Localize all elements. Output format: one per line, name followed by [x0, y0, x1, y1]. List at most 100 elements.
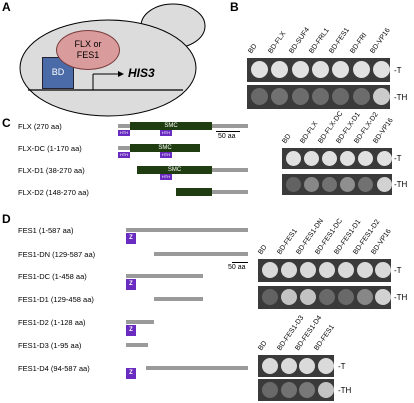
flx-d2-line — [176, 190, 248, 194]
construct-fes1-d1: FES1-D1 (129-458 aa) — [18, 295, 94, 304]
row-label-c-t: -T — [394, 154, 402, 163]
b-t-colony-spot — [332, 61, 350, 78]
flx-fes1-label-line1: FLX or — [74, 39, 102, 49]
flx-fes1-ellipse: FLX or FES1 — [56, 30, 120, 70]
flx-hth: HTH — [118, 130, 130, 136]
b-t-colony-spot — [311, 61, 329, 78]
c-th-colony-spot — [304, 177, 320, 192]
row-label-d2-th: -TH — [338, 386, 352, 395]
fes1-d1-line — [154, 297, 203, 301]
b-th-colony-spot — [291, 88, 309, 105]
b-th-colony-spot — [372, 88, 390, 105]
construct-fes1-d2: FES1-D2 (1-128 aa) — [18, 318, 86, 327]
scale-label-d: 50 aa — [228, 264, 246, 271]
fes1-d2-z: Z — [126, 325, 136, 336]
b-th-colony-spot — [251, 88, 268, 105]
d1-th-colony-spot — [356, 289, 373, 305]
construct-fes1-dn: FES1-DN (129-587 aa) — [18, 250, 96, 259]
panel-b-letter: B — [230, 0, 239, 14]
d2-th-colony-spot — [262, 382, 278, 398]
construct-fes1-dc: FES1-DC (1-458 aa) — [18, 272, 87, 281]
row-label-c-th: -TH — [394, 180, 408, 189]
b-t-colony-spot — [271, 61, 289, 78]
c-th-colony-spot — [376, 177, 392, 192]
flx-dc-hth-2: HTH — [160, 152, 172, 158]
d1-t-colony-spot — [299, 262, 316, 278]
fes1-d4-line — [146, 366, 248, 370]
flx-smc: SMC — [130, 122, 212, 130]
b-col-label: BD-FLX — [267, 30, 288, 55]
d1-t-colony-spot — [337, 262, 354, 278]
c-t-colony-spot — [340, 151, 356, 166]
b-col-label: BD-FRI — [348, 31, 368, 55]
d2-th-colony-spot — [299, 382, 315, 398]
b-th-colony-spot — [352, 88, 370, 105]
b-th-colony-spot — [332, 88, 350, 105]
row-label-b-t: -T — [394, 66, 402, 75]
d1-t-colony-spot — [356, 262, 373, 278]
b-t-colony-spot — [251, 61, 268, 78]
d1-t-colony-spot — [262, 262, 278, 278]
b-th-colony-spot — [271, 88, 289, 105]
b-t-colony-spot — [372, 61, 390, 78]
row-label-d2-t: -T — [338, 362, 346, 371]
c-col-label: BD-FLX — [299, 120, 320, 145]
construct-flx-d1: FLX-D1 (38-270 aa) — [18, 166, 85, 175]
d1-th-colony-spot — [299, 289, 316, 305]
construct-fes1-d3: FES1-D3 (1-95 aa) — [18, 341, 82, 350]
d2-th-colony-spot — [317, 382, 334, 398]
flx-dc-hth: HTH — [118, 152, 130, 158]
d1-th-colony-spot — [318, 289, 335, 305]
d1-t-colony-spot — [375, 262, 392, 278]
fes1-dc-line — [126, 274, 203, 278]
construct-flx-dc: FLX-DC (1-170 aa) — [18, 144, 82, 153]
fes1-d4-z: Z — [126, 368, 136, 379]
fes1-line — [126, 228, 248, 232]
b-col-label: BD — [247, 43, 259, 55]
d2-t-colony-spot — [317, 358, 334, 374]
d2-t-colony-spot — [280, 358, 297, 374]
c-t-colony-spot — [322, 151, 338, 166]
panel-a-letter: A — [2, 0, 11, 14]
flx-hth-2: HTH — [160, 130, 172, 136]
c-th-colony-spot — [286, 177, 301, 192]
construct-fes1: FES1 (1-587 aa) — [18, 226, 74, 235]
c-t-colony-spot — [358, 151, 374, 166]
flx-fes1-label-line2: FES1 — [76, 50, 100, 60]
flx-d2-smc — [176, 188, 212, 196]
d2-t-colony-spot — [262, 358, 278, 374]
d1-th-colony-spot — [262, 289, 278, 305]
fes1-z: Z — [126, 233, 136, 244]
construct-flx: FLX (270 aa) — [18, 122, 62, 131]
bd-label: BD — [51, 67, 65, 77]
fes1-d3-line — [126, 343, 148, 347]
d2-col-label: BD — [257, 340, 269, 352]
row-label-d1-t: -T — [394, 266, 402, 275]
d2-t-colony-spot — [299, 358, 315, 374]
d1-t-colony-spot — [318, 262, 335, 278]
c-th-colony-spot — [322, 177, 338, 192]
flx-dc-smc: SMC — [130, 144, 200, 152]
construct-fes1-d4: FES1-D4 (94-587 aa) — [18, 364, 90, 373]
his3-label: HIS3 — [128, 66, 155, 80]
scale-bar-c — [216, 131, 240, 132]
b-th-colony-spot — [311, 88, 329, 105]
d1-col-label: BD — [257, 244, 269, 256]
panel-c-letter: C — [2, 116, 11, 130]
b-col-label: BD-FES1 — [328, 26, 352, 55]
c-t-colony-spot — [376, 151, 392, 166]
d1-th-colony-spot — [375, 289, 392, 305]
b-t-colony-spot — [291, 61, 309, 78]
b-t-colony-spot — [352, 61, 370, 78]
d1-t-colony-spot — [280, 262, 297, 278]
construct-flx-d2: FLX-D2 (148-270 aa) — [18, 188, 89, 197]
row-label-b-th: -TH — [394, 93, 408, 102]
panel-d-letter: D — [2, 212, 11, 226]
flx-d1-smc: SMC — [137, 166, 212, 174]
fes1-dc-z: Z — [126, 279, 136, 290]
c-th-colony-spot — [358, 177, 374, 192]
c-t-colony-spot — [304, 151, 320, 166]
c-col-label: BD — [281, 133, 293, 145]
row-label-d1-th: -TH — [394, 293, 408, 302]
fes1-d2-line — [126, 320, 154, 324]
